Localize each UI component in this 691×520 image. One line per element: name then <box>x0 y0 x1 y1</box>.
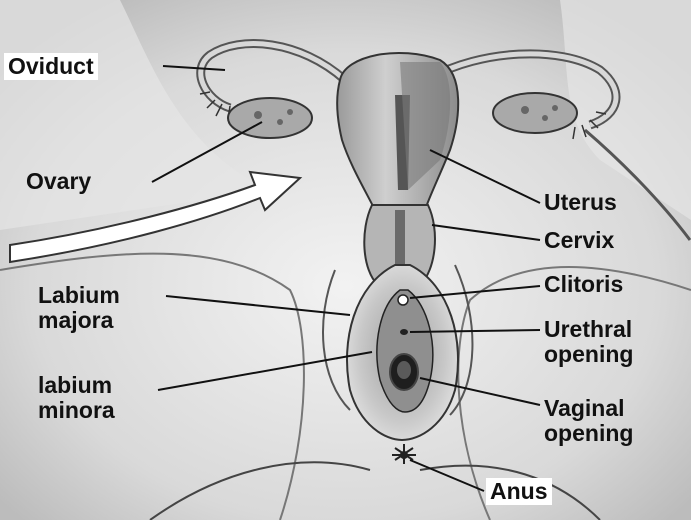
labium-minora-label: labium minora <box>38 373 115 423</box>
oviduct-label: Oviduct <box>4 53 98 80</box>
ovary-label: Ovary <box>26 169 91 194</box>
vaginal-opening-label: Vaginal opening <box>544 396 633 446</box>
anus-label: Anus <box>486 478 552 505</box>
uterus-label: Uterus <box>544 190 617 215</box>
cervix-label: Cervix <box>544 228 614 253</box>
urethral-opening-mark <box>400 329 408 335</box>
clitoris-mark <box>398 295 408 305</box>
right-ovary <box>493 93 577 133</box>
urethral-opening-label: Urethral opening <box>544 317 633 367</box>
clitoris-label: Clitoris <box>544 272 623 297</box>
left-ovary <box>228 98 312 138</box>
labium-majora-label: Labium majora <box>38 283 120 333</box>
